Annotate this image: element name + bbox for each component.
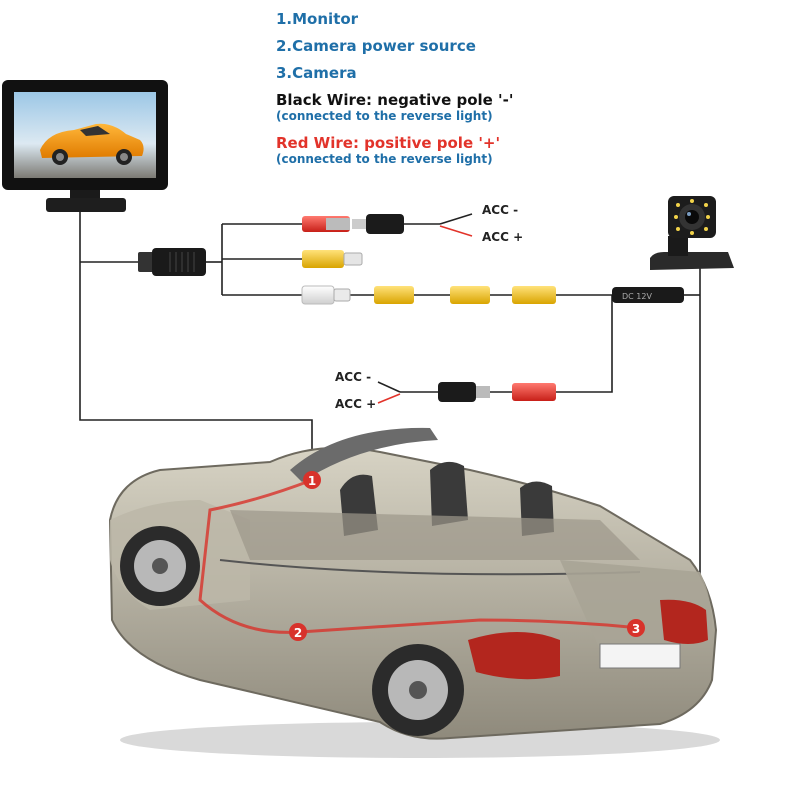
power-branch-wire [556,295,613,393]
acc-plus-label-top: ACC + [482,230,524,244]
yellow-rca-connector [302,250,363,268]
camera-icon [650,196,734,270]
monitor-power-plug [138,248,206,276]
legend-black-wire: Black Wire: negative pole '-' [276,91,514,109]
legend-red-wire-note: (connected to the reverse light) [276,152,493,166]
legend-item-monitor: 1.Monitor [276,10,359,28]
legend-item-camera: 3.Camera [276,64,357,82]
acc-minus-label-bottom: ACC - [335,370,372,384]
car-wheels [120,526,464,736]
marker-2: 2 [289,623,307,641]
svg-text:3: 3 [632,622,640,636]
power-connector-bottom [438,382,556,402]
inline-module-label: DC 12V [622,292,652,301]
svg-text:1: 1 [308,474,316,488]
marker-1: 1 [303,471,321,489]
inline-module: DC 12V [612,287,684,303]
legend-black-wire-note: (connected to the reverse light) [276,109,493,123]
svg-text:2: 2 [294,626,302,640]
power-connector-top [302,214,404,234]
legend-red-wire: Red Wire: positive pole '+' [276,134,501,152]
acc-wires-bottom [377,381,438,404]
video-rca-chain [301,285,556,305]
marker-3: 3 [627,619,645,637]
acc-wires-top [404,213,473,237]
acc-plus-label-bottom: ACC + [335,397,377,411]
convertible-car-icon [108,427,720,758]
screen-car-image [40,123,144,165]
acc-minus-label-top: ACC - [482,203,519,217]
monitor-icon [2,80,168,212]
legend: 1.Monitor 2.Camera power source 3.Camera… [276,6,513,167]
legend-item-power-source: 2.Camera power source [276,37,476,55]
